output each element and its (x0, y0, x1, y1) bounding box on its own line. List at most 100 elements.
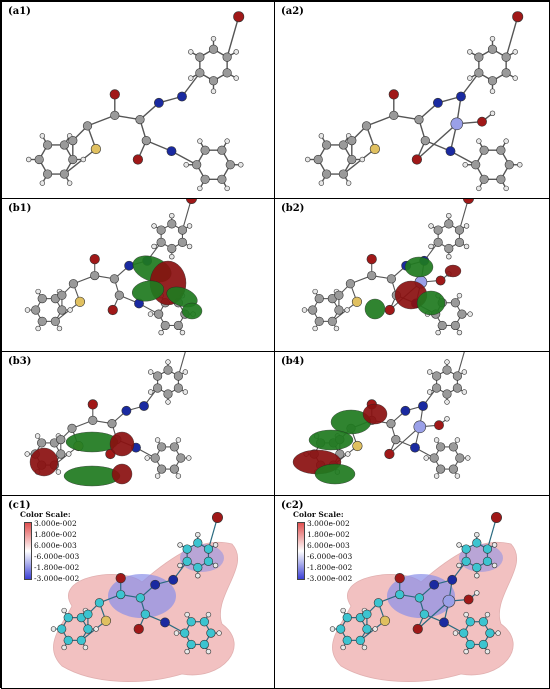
oxygen-atom (412, 623, 423, 635)
panel-label-b2: (b2) (281, 203, 305, 214)
nitrogen-atom (439, 617, 449, 628)
color-scale-title: Color Scale: (293, 510, 344, 519)
bond (389, 426, 421, 455)
oxygen-atom (109, 89, 120, 100)
carbon-atom (450, 298, 460, 308)
hydrogen-atom (423, 455, 429, 461)
hydrogen-atom (93, 626, 99, 632)
color-scale-title: Color Scale: (20, 510, 71, 519)
scale-tick: 6.000e-003 (34, 541, 77, 550)
hydrogen-atom (489, 36, 496, 42)
carbon-atom (479, 145, 489, 155)
carbon-atom (386, 274, 396, 284)
nitrogen-atom (166, 146, 177, 156)
carbon-atom (444, 243, 454, 254)
hydrogen-atom (372, 626, 378, 632)
hydrogen-atom (345, 180, 352, 186)
color-scale-bar (24, 522, 32, 580)
mesh_carbon-atom (342, 613, 352, 623)
mesh_carbon-atom (342, 635, 352, 645)
carbon-atom (327, 316, 337, 326)
carbon-atom (454, 237, 465, 247)
hydrogen-atom (177, 542, 183, 548)
hydrogen-atom (188, 75, 194, 81)
nitrogen-atom (447, 574, 458, 585)
carbon-atom (334, 290, 344, 300)
mesh_carbon-atom (459, 628, 469, 638)
hydrogen-atom (184, 648, 190, 655)
carbon-atom (156, 225, 166, 235)
hydrogen-atom (484, 611, 491, 618)
carbon-atom (487, 44, 498, 54)
hydrogen-atom (452, 630, 459, 636)
carbon-atom (389, 110, 399, 120)
mesh_carbon-atom (94, 598, 104, 608)
hydrogen-atom (183, 162, 189, 168)
hydrogen-atom (147, 389, 154, 395)
sulfur-atom (351, 296, 363, 307)
panel-label-b4: (b4) (281, 356, 305, 367)
mesh_carbon-atom (83, 624, 93, 634)
scale-tick: -6.000e-003 (34, 552, 80, 561)
oxygen-atom (463, 199, 474, 204)
scale-tick: 1.800e-002 (34, 530, 77, 539)
carbon-atom (504, 160, 514, 170)
mesh_carbon-atom (414, 593, 424, 603)
carbon-atom (36, 438, 47, 448)
hydrogen-atom (444, 359, 450, 365)
hydrogen-atom (484, 648, 491, 655)
mesh_carbon-atom (135, 593, 145, 603)
bond (55, 301, 81, 322)
carbon-atom (222, 52, 232, 62)
oxygen-atom (435, 275, 446, 286)
mesh_carbon-atom (203, 544, 214, 554)
mesh_carbon-atom (63, 613, 73, 623)
panel-b1: (b1) (1, 198, 275, 352)
hydrogen-atom (329, 626, 336, 632)
carbon-atom (68, 136, 78, 146)
hydrogen-atom (359, 156, 366, 163)
carbon-atom (217, 145, 227, 155)
hydrogen-atom (233, 75, 239, 81)
bond (226, 16, 240, 58)
bond (87, 114, 116, 127)
carbon-atom (42, 140, 53, 150)
hydrogen-atom (456, 562, 462, 569)
nitrogen-atom (445, 146, 456, 156)
carbon-atom (50, 316, 60, 326)
carbon-atom (454, 225, 465, 235)
hydrogen-atom (333, 325, 340, 332)
orbital-lobe (131, 280, 165, 302)
carbon-atom (420, 136, 430, 146)
carbon-atom (173, 371, 183, 381)
mesh_carbon-atom (63, 635, 73, 645)
carbon-atom (433, 225, 443, 235)
carbon-atom (496, 145, 506, 155)
oxygen-atom (434, 420, 444, 431)
hydrogen-atom (456, 542, 462, 548)
carbon-atom (195, 52, 205, 62)
hydrogen-atom (456, 329, 463, 336)
hydrogen-atom (305, 156, 311, 163)
color-scale-bar (297, 522, 305, 580)
scale-tick: 1.800e-002 (307, 530, 350, 539)
carbon-atom (313, 154, 323, 165)
hydrogen-atom (463, 223, 470, 229)
carbon-atom (153, 371, 163, 381)
panel-label-a1: (a1) (8, 6, 31, 17)
carbon-atom (314, 316, 324, 326)
carbon-atom (34, 154, 44, 165)
mesh_carbon-atom (206, 628, 216, 638)
hydrogen-atom (184, 611, 190, 618)
panel-label-b3: (b3) (8, 356, 32, 367)
carbon-atom (177, 225, 188, 235)
panel-b3: (b3) (1, 351, 275, 496)
hydrogen-atom (462, 162, 468, 168)
mesh_carbon-atom (57, 624, 67, 634)
nitrogen-atom (150, 579, 161, 590)
mesh_carbon-atom (140, 609, 150, 619)
scale-tick: 3.000e-002 (307, 519, 350, 528)
nitrogen-atom (121, 405, 132, 416)
mesh_carbon-atom (199, 639, 209, 650)
mesh_carbon-atom (193, 538, 203, 548)
